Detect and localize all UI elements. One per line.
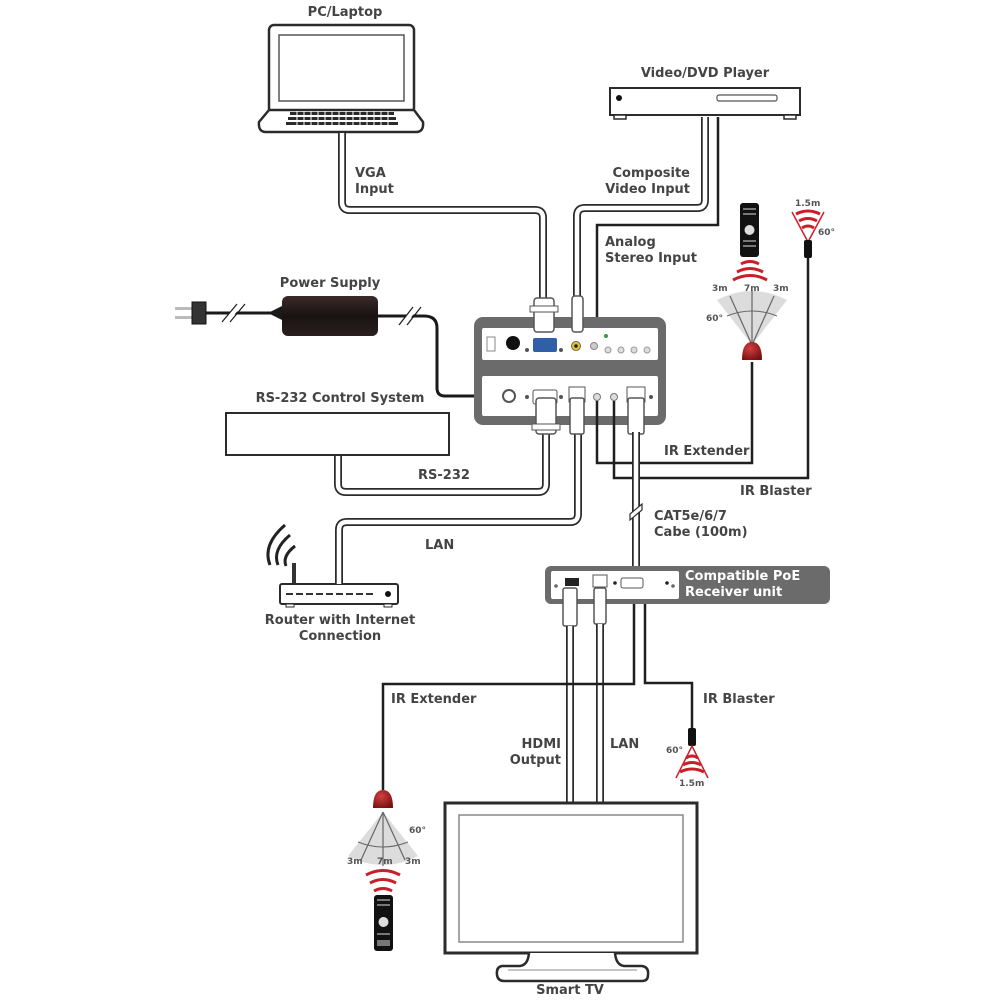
label-vga-line2: Input [355,182,394,197]
label-router-line2: Connection [298,629,382,644]
ir-range-right-bottom: 3m [405,857,421,867]
label-rs232-control-system: RS-232 Control System [255,391,425,406]
hdmi-cable [562,587,578,804]
rs232-control-system-box [225,412,450,456]
label-hdmi-line1: HDMI [521,737,561,752]
ir-extender-cable-bottom [381,604,636,790]
label-analog-line1: Analog [605,235,656,250]
label-ir-blaster-top: IR Blaster [740,484,812,499]
router-icon [266,523,399,608]
label-composite-line1: Composite [612,166,690,181]
ir-signal-waves-bottom [365,869,401,893]
poe-receiver-unit [545,566,830,604]
label-dvd-player: Video/DVD Player [640,66,770,81]
ir-range-center-bottom: 7m [377,857,393,867]
ir-blaster-angle-bottom: 60° [666,746,684,756]
lan-cable-router [335,430,582,584]
label-receiver-line2: Receiver unit [685,585,783,600]
dvd-player-icon [609,87,801,120]
ir-reception-fan-top [717,290,787,346]
vga-cable [338,133,547,300]
ir-blaster-angle-top: 60° [818,228,836,238]
label-rs232: RS-232 [418,468,470,483]
label-power-supply: Power Supply [279,276,381,291]
ir-blaster-distance-bottom: 1.5m [679,779,705,789]
cat-cable [629,432,643,572]
hdbaset-connector [627,397,645,435]
label-router-line1: Router with Internet [264,613,416,628]
label-hdmi-line2: Output [509,753,561,768]
label-lan-bottom: LAN [610,737,640,752]
power-supply-icon [175,296,498,398]
label-cat-line2: Cabe (100m) [654,525,748,540]
ir-angle-top: 60° [706,314,724,324]
label-pc-laptop: PC/Laptop [307,5,383,20]
ir-blaster-distance-top: 1.5m [795,199,821,209]
label-receiver-line1: Compatible PoE [685,569,801,584]
ir-range-left-top: 3m [712,284,728,294]
ir-range-center-top: 7m [744,284,760,294]
ir-blaster-icon-bottom [675,728,709,779]
ir-reception-fan-bottom [348,811,418,866]
label-ir-extender-top: IR Extender [664,444,750,459]
composite-connector [571,295,584,333]
remote-control-icon-top [740,203,759,257]
label-smart-tv: Smart TV [536,983,604,998]
rs232-connector [531,397,561,435]
analog-audio-cable [595,117,720,325]
ir-receiver-eye-bottom [373,790,393,808]
ir-blaster-cable-top [612,258,810,480]
ir-blaster-icon-top [791,209,825,258]
lan-connector-top [569,397,585,435]
label-ir-extender-bottom: IR Extender [391,692,477,707]
ir-extender-cable-top [595,362,754,465]
label-analog-line2: Stereo Input [605,251,697,266]
ir-range-right-top: 3m [773,284,789,294]
laptop-icon [257,23,425,134]
remote-control-icon-bottom [374,895,393,951]
label-vga-line1: VGA [355,166,386,181]
ir-range-left-bottom: 3m [347,857,363,867]
lan-cable-tv [593,587,607,804]
label-cat-line1: CAT5e/6/7 [654,509,727,524]
composite-cable [573,117,709,300]
rs232-cable [334,430,550,496]
ir-blaster-cable-bottom [643,604,694,728]
ir-angle-bottom: 60° [409,826,427,836]
vga-connector-top [529,297,559,333]
smart-tv-icon [443,801,699,983]
label-composite-line2: Video Input [605,182,690,197]
ir-signal-waves-top [732,260,768,282]
ir-receiver-eye-top [742,342,762,360]
label-lan-top: LAN [425,538,455,553]
label-ir-blaster-bottom: IR Blaster [703,692,775,707]
